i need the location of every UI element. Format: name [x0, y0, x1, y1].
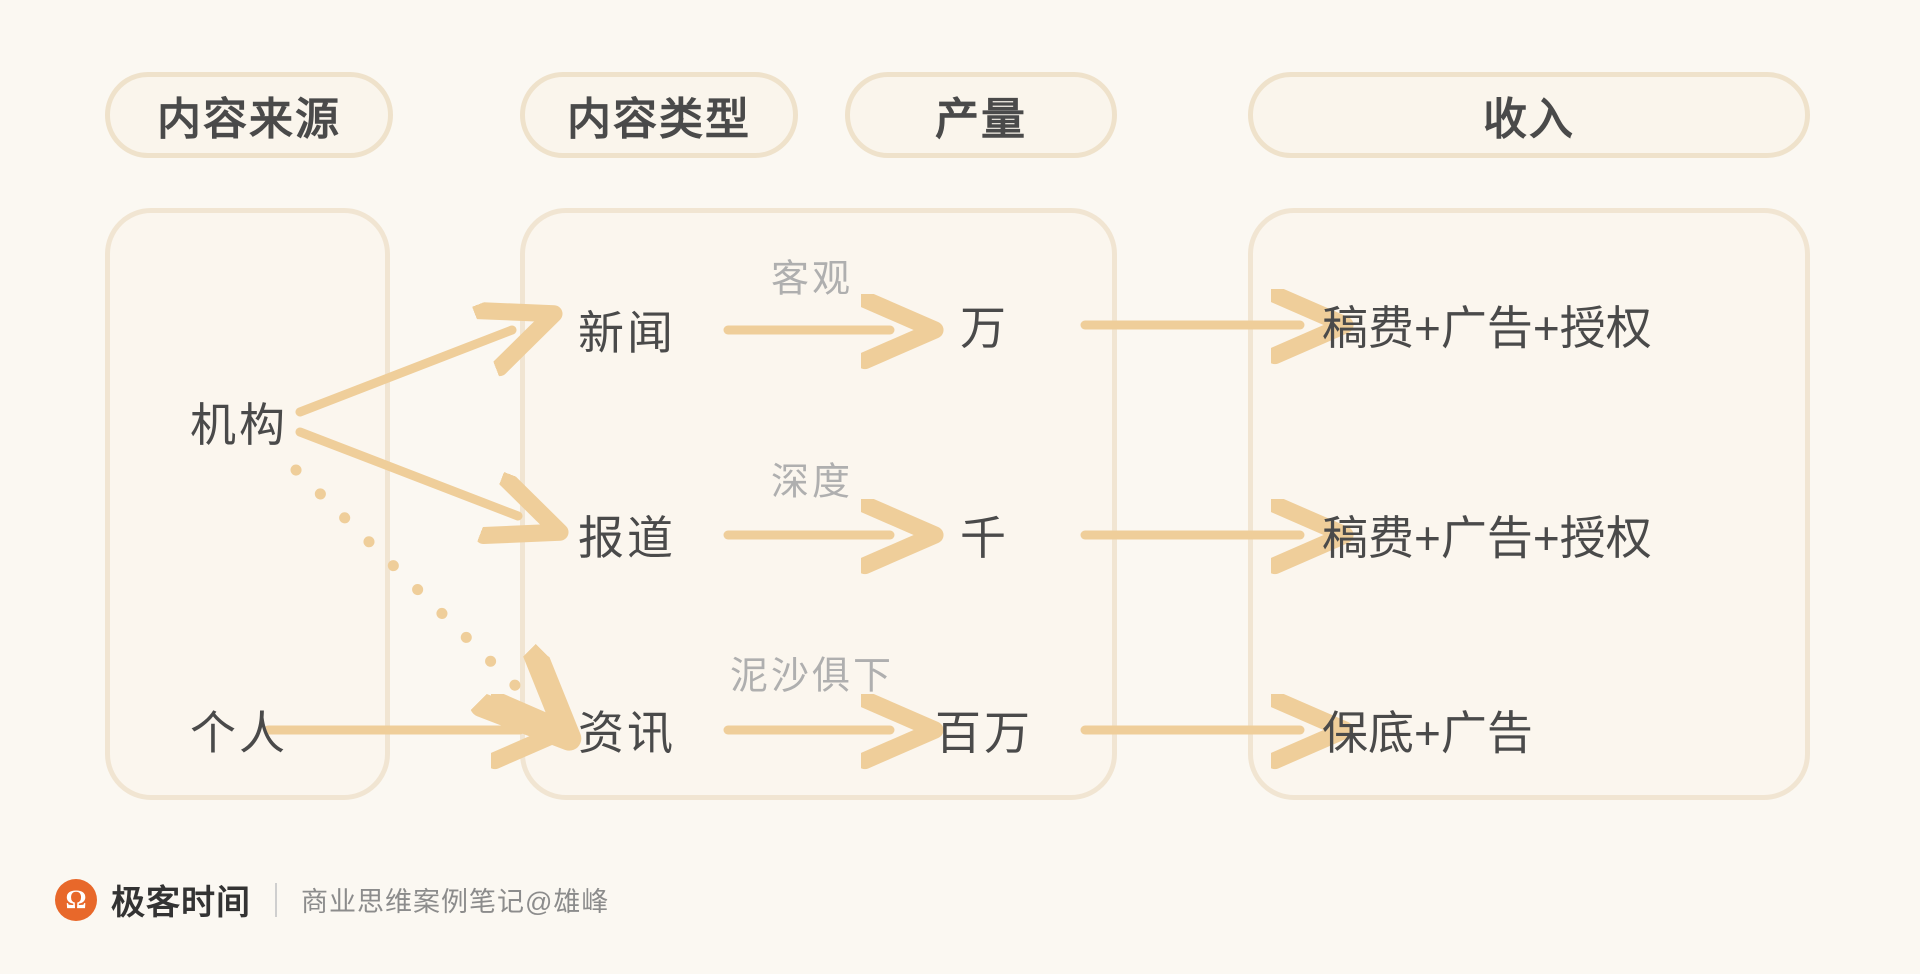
column-header-source: 内容来源	[105, 72, 393, 158]
node-type-xinwen: 新闻	[578, 297, 676, 363]
node-volume-wan: 万	[960, 292, 1009, 358]
column-header-type-label: 内容类型	[567, 95, 751, 144]
edge-caption-shendu-label: 深度	[770, 461, 854, 504]
node-revenue-3: 保底+广告	[1322, 697, 1533, 763]
footer-logo-text: 极客时间	[111, 884, 251, 922]
column-card-type	[520, 208, 1117, 800]
node-revenue-1-label: 稿费+广告+授权	[1322, 302, 1652, 354]
column-header-volume: 产量	[845, 72, 1117, 158]
node-revenue-3-label: 保底+广告	[1322, 707, 1533, 759]
footer: Ω 极客时间 商业思维案例笔记@雄峰	[55, 875, 609, 924]
node-type-baodao-label: 报道	[578, 512, 676, 564]
node-revenue-1: 稿费+广告+授权	[1322, 292, 1652, 358]
node-volume-baiwan-label: 百万	[935, 707, 1033, 759]
node-volume-wan-label: 万	[960, 302, 1009, 354]
geekbang-logo-icon: Ω	[55, 878, 97, 921]
node-volume-baiwan: 百万	[935, 697, 1033, 763]
node-revenue-2: 稿费+广告+授权	[1322, 502, 1652, 568]
node-type-zixun: 资讯	[578, 697, 676, 763]
node-source-geren-label: 个人	[190, 707, 288, 759]
edge-caption-keguan-label: 客观	[770, 258, 854, 301]
column-header-revenue-label: 收入	[1483, 95, 1575, 144]
node-source-geren: 个人	[190, 697, 288, 763]
node-volume-qian-label: 千	[960, 512, 1009, 564]
column-header-revenue: 收入	[1248, 72, 1810, 158]
edge-caption-keguan: 客观	[771, 248, 853, 303]
node-type-zixun-label: 资讯	[578, 707, 676, 759]
footer-byline: 商业思维案例笔记@雄峰	[301, 887, 610, 917]
edge-caption-shendu: 深度	[771, 451, 853, 506]
column-header-type: 内容类型	[520, 72, 798, 158]
node-revenue-2-label: 稿费+广告+授权	[1322, 512, 1652, 564]
node-volume-qian: 千	[960, 502, 1009, 568]
logo-glyph: Ω	[65, 884, 87, 914]
node-source-jigou: 机构	[190, 389, 288, 455]
column-header-volume-label: 产量	[935, 95, 1027, 144]
column-header-source-label: 内容来源	[157, 95, 341, 144]
edge-caption-nishajuxia-label: 泥沙俱下	[729, 655, 895, 698]
node-source-jigou-label: 机构	[190, 399, 288, 451]
node-type-baodao: 报道	[578, 502, 676, 568]
edge-caption-nishajuxia: 泥沙俱下	[730, 645, 894, 700]
node-type-xinwen-label: 新闻	[578, 307, 676, 359]
footer-divider	[275, 882, 277, 917]
